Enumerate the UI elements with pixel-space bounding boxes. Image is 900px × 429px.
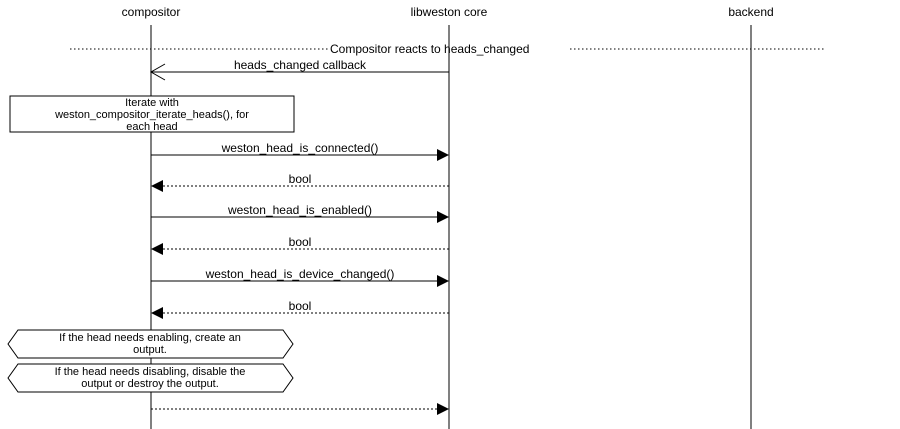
- message-label-weston-head-is-enabled: weston_head_is_enabled(): [227, 203, 372, 217]
- message-heads-changed-callback: heads_changed callback: [149, 58, 449, 81]
- note-iterate-heads-line-1: Iterate with: [125, 97, 179, 109]
- condition-enable-head: If the head needs enabling, create an ou…: [7, 329, 294, 359]
- message-weston-head-is-enabled: weston_head_is_enabled(): [151, 203, 449, 223]
- condition-disable-head: If the head needs disabling, disable the…: [7, 363, 294, 393]
- arrowhead-heads-changed-callback: [149, 63, 166, 81]
- note-iterate-heads-line-2: weston_compositor_iterate_heads(), for: [54, 109, 249, 121]
- message-label-bool-return-2: bool: [289, 235, 312, 249]
- condition-disable-head-line-2: output or destroy the output.: [81, 378, 219, 390]
- arrowhead-bool-return-2: [151, 243, 163, 255]
- condition-enable-head-line-2: output.: [133, 344, 167, 356]
- message-bool-return-2: bool: [151, 235, 449, 255]
- arrowhead-bool-return-3: [151, 307, 163, 319]
- note-iterate-heads-line-3: each head: [126, 121, 177, 133]
- condition-enable-head-line-1: If the head needs enabling, create an: [59, 332, 241, 344]
- message-bool-return-1: bool: [151, 172, 449, 192]
- message-bool-return-3: bool: [151, 299, 449, 319]
- message-label-heads-changed-callback: heads_changed callback: [234, 58, 367, 72]
- lifeline-headers: compositor libweston core backend: [122, 5, 774, 19]
- separator-compositor-reacts: Compositor reacts to heads_changed: [70, 42, 826, 56]
- lifeline-label-libweston-core: libweston core: [411, 5, 488, 19]
- message-weston-head-is-connected: weston_head_is_connected(): [151, 141, 449, 161]
- lifeline-label-compositor: compositor: [122, 5, 181, 19]
- arrowhead-bool-return-1: [151, 180, 163, 192]
- lifelines: [150, 25, 752, 429]
- condition-enable-head-shape: [7, 329, 294, 359]
- lifeline-label-backend: backend: [728, 5, 773, 19]
- message-label-weston-head-is-connected: weston_head_is_connected(): [221, 141, 379, 155]
- message-weston-head-is-device-changed: weston_head_is_device_changed(): [151, 267, 449, 287]
- note-iterate-heads: Iterate with weston_compositor_iterate_h…: [9, 95, 295, 133]
- arrowhead-weston-head-is-device-changed: [437, 275, 449, 287]
- arrowhead-weston-head-is-connected: [437, 149, 449, 161]
- condition-disable-head-shape: [7, 363, 294, 393]
- message-label-bool-return-3: bool: [289, 299, 312, 313]
- message-label-weston-head-is-device-changed: weston_head_is_device_changed(): [205, 267, 395, 281]
- condition-disable-head-line-1: If the head needs disabling, disable the: [55, 366, 246, 378]
- message-label-bool-return-1: bool: [289, 172, 312, 186]
- separator-label: Compositor reacts to heads_changed: [330, 42, 529, 56]
- arrowhead-weston-head-is-enabled: [437, 211, 449, 223]
- note-iterate-heads-box: [9, 95, 295, 133]
- message-final-return: [151, 403, 449, 415]
- arrowhead-final-return: [437, 403, 449, 415]
